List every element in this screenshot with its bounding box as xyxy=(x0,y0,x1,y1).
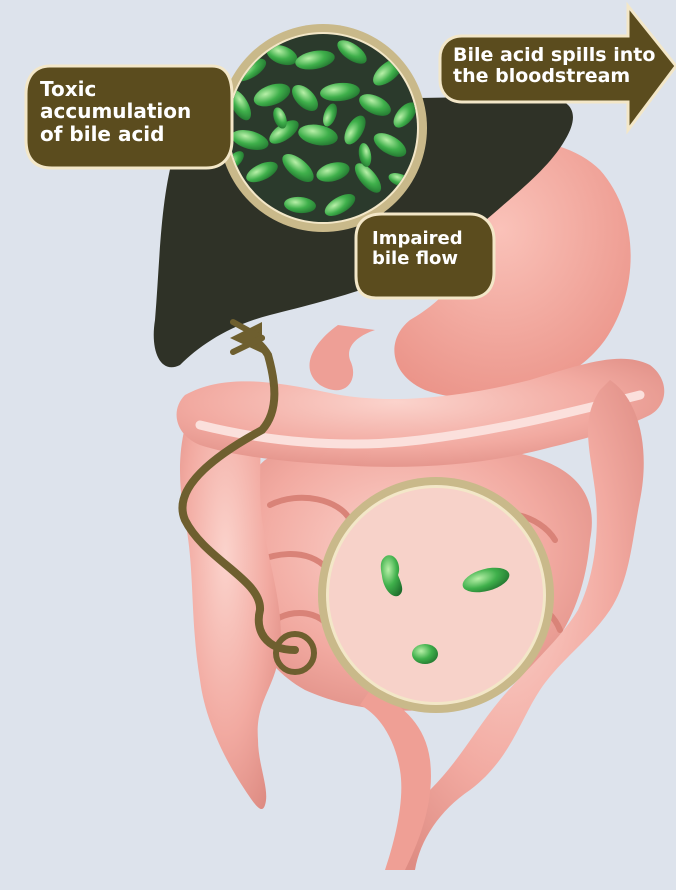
bile-spill-label: Bile acid spills into the bloodstream xyxy=(453,45,655,88)
spill-line-1: Bile acid spills into xyxy=(453,45,655,66)
impaired-line-1: Impaired xyxy=(372,229,463,249)
intestine-magnifier xyxy=(318,477,554,713)
spill-line-2: the bloodstream xyxy=(453,66,655,87)
toxic-line-3: of bile acid xyxy=(40,123,191,145)
liver-magnifier xyxy=(219,24,427,232)
toxic-line-2: accumulation xyxy=(40,100,191,122)
impaired-line-2: bile flow xyxy=(372,249,463,269)
toxic-line-1: Toxic xyxy=(40,78,191,100)
impaired-bile-flow-label: Impaired bile flow xyxy=(372,229,463,269)
toxic-accumulation-label: Toxic accumulation of bile acid xyxy=(40,78,191,145)
duodenum xyxy=(310,325,375,390)
bile-crystal-3 xyxy=(412,644,438,664)
